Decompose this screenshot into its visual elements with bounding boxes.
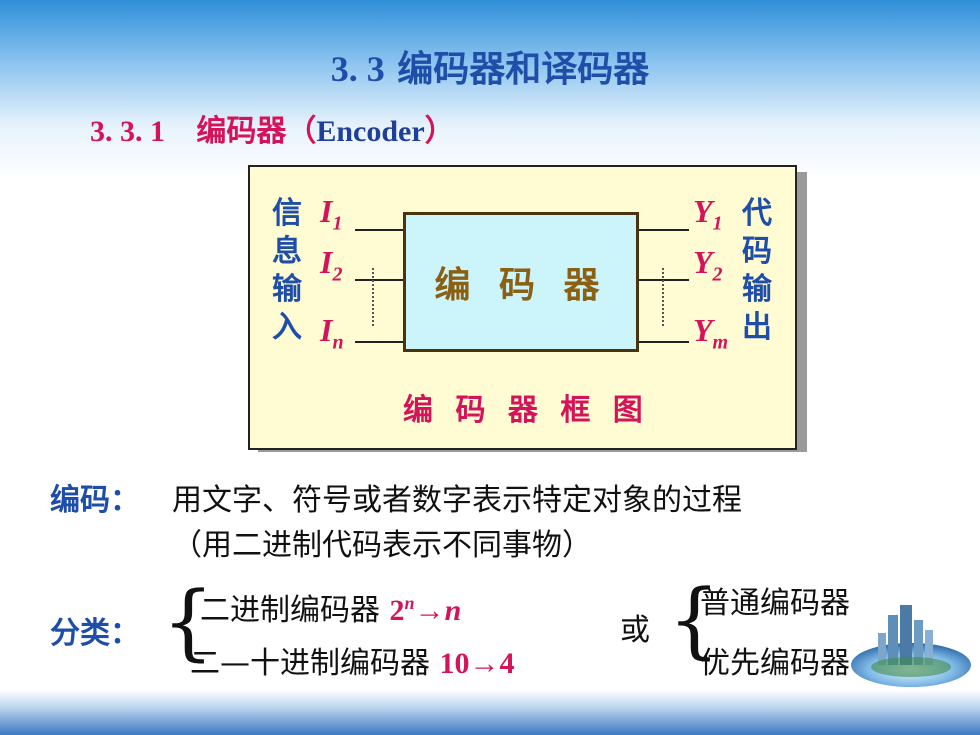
output-wire bbox=[639, 229, 689, 231]
input-label-char: 息 bbox=[272, 234, 302, 269]
definition-label: 编码： bbox=[50, 483, 140, 518]
section-close: ） bbox=[424, 114, 455, 149]
input-signal-n: In bbox=[320, 312, 344, 354]
section-en: Encoder bbox=[316, 115, 425, 148]
left-brace: { bbox=[162, 575, 215, 670]
output-signal-2: Y2 bbox=[693, 244, 723, 286]
slide-title: 3. 3 编码器和译码器 bbox=[0, 40, 980, 92]
output-label: 代 码 输 出 bbox=[740, 195, 774, 347]
input-ellipsis bbox=[372, 268, 374, 326]
input-label: 信 息 输 入 bbox=[270, 195, 304, 347]
bcd-ratio: 10→4 bbox=[439, 647, 515, 680]
input-label-char: 入 bbox=[272, 310, 302, 345]
alt-priority-encoder: 优先编码器 bbox=[700, 646, 850, 681]
class-item-bcd: 二—十进制编码器 10→4 bbox=[190, 646, 515, 681]
output-signal-1: Y1 bbox=[693, 193, 723, 235]
output-wire bbox=[639, 279, 689, 281]
title-number: 3. 3 bbox=[330, 49, 385, 89]
input-wire bbox=[355, 229, 403, 231]
input-signal-1: I1 bbox=[320, 193, 343, 235]
output-ellipsis bbox=[662, 268, 664, 326]
input-label-char: 输 bbox=[272, 272, 302, 307]
class-item-binary: 二进制编码器 2n→n bbox=[200, 593, 462, 628]
output-label-char: 代 bbox=[742, 196, 772, 231]
output-wire bbox=[639, 341, 689, 343]
section-heading: 3. 3. 1 编码器（Encoder） bbox=[90, 106, 455, 150]
or-text: 或 bbox=[620, 613, 650, 648]
input-label-char: 信 bbox=[272, 196, 302, 231]
alt-normal-encoder: 普通编码器 bbox=[700, 586, 850, 621]
encoder-block-label: 编 码 器 bbox=[434, 265, 608, 306]
globe-city-icon bbox=[851, 605, 971, 687]
definition-line-2: （用二进制代码表示不同事物） bbox=[172, 528, 592, 563]
input-signal-2: I2 bbox=[320, 244, 343, 286]
title-text: 编码器和译码器 bbox=[397, 49, 650, 90]
right-brace: { bbox=[668, 573, 721, 668]
output-label-char: 出 bbox=[742, 310, 772, 345]
output-label-char: 码 bbox=[742, 234, 772, 269]
output-signal-m: Ym bbox=[693, 312, 729, 354]
section-cn: 编码器（ bbox=[196, 114, 317, 149]
section-number: 3. 3. 1 bbox=[90, 115, 165, 148]
input-wire bbox=[355, 341, 403, 343]
encoder-block: 编 码 器 bbox=[403, 212, 639, 352]
footer-gradient bbox=[0, 690, 980, 735]
definition-line-1: 用文字、符号或者数字表示特定对象的过程 bbox=[172, 483, 742, 518]
classification-label: 分类： bbox=[50, 616, 140, 651]
output-label-char: 输 bbox=[742, 272, 772, 307]
diagram-caption: 编 码 器 框 图 bbox=[403, 393, 649, 428]
input-wire bbox=[355, 279, 403, 281]
binary-ratio: 2n→n bbox=[389, 593, 462, 627]
header-gradient bbox=[0, 0, 980, 180]
